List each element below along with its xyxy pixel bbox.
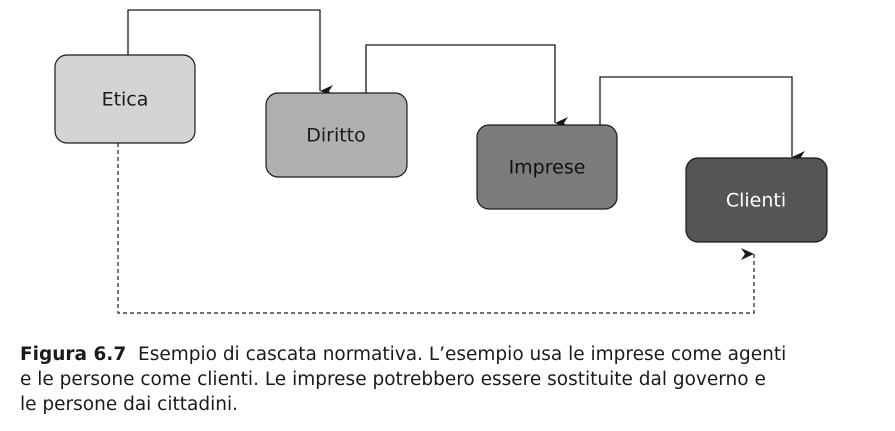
node-imprese-box (476, 124, 618, 210)
caption-line-2: e le persone come clienti. Le imprese po… (20, 369, 766, 390)
edge-diritto-to-imprese (365, 44, 568, 129)
node-clienti-label: Clienti (726, 190, 786, 212)
normative-cascade-diagram: Etica Diritto Imprese Clienti (54, 9, 828, 314)
edge-etica-to-diritto (127, 9, 333, 97)
node-diritto: Diritto (265, 92, 408, 178)
caption-line-3: le persone dai cittadini. (20, 394, 238, 415)
node-etica-box (54, 54, 196, 144)
node-etica: Etica (54, 54, 196, 144)
caption-text: Esempio di cascata normativa. L’esempio … (20, 344, 882, 417)
node-diritto-box (265, 92, 408, 178)
node-imprese-label: Imprese (509, 157, 586, 179)
node-clienti: Clienti (685, 157, 828, 243)
caption-line-1: Esempio di cascata normativa. L’esempio … (138, 344, 787, 365)
figure-caption: Figura 6.7 Esempio di cascata normativa.… (20, 342, 882, 417)
caption-figure-number: Figura 6.7 (20, 344, 127, 365)
node-etica-label: Etica (102, 89, 149, 111)
node-diritto-label: Diritto (306, 125, 366, 147)
edge-etica-to-clienti-dashed (117, 143, 755, 314)
node-clienti-box (685, 157, 828, 243)
edge-imprese-to-clienti (599, 76, 805, 163)
node-imprese: Imprese (476, 124, 618, 210)
